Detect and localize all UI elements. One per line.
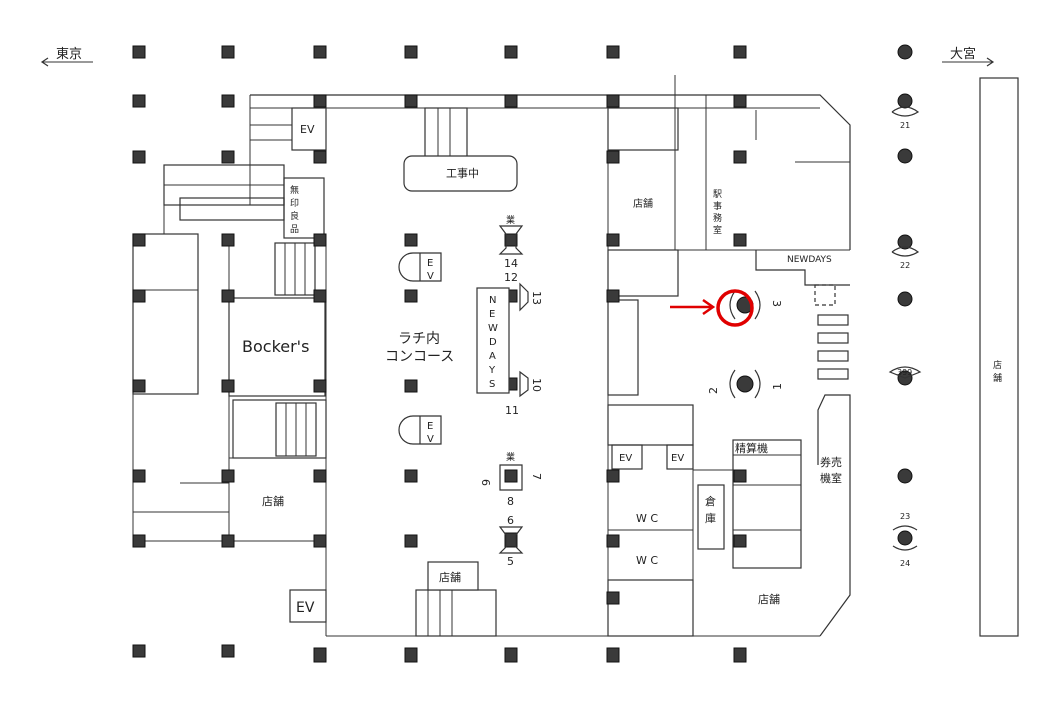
arrow-left-icon <box>40 57 49 67</box>
newdays-shop-label: NEWDAYS <box>787 255 832 265</box>
storage-room <box>697 484 725 550</box>
shop-bottom-center <box>427 561 479 591</box>
wc-label-2: W C <box>636 554 658 567</box>
muji-label: 良 <box>290 210 299 222</box>
gate-10-icon <box>519 370 529 398</box>
newdays-kiosk <box>476 287 510 394</box>
newdays-vertical-label: A <box>489 351 496 362</box>
direction-tokyo: 東京 <box>40 46 93 67</box>
platform-23-24-icon <box>892 525 918 551</box>
platform-number: 22 <box>900 261 910 270</box>
gate-number: 3 <box>770 300 783 307</box>
gate-number: 13 <box>530 291 543 305</box>
shop-label-far-right: 店 <box>993 359 1002 371</box>
gate-number: 11 <box>505 404 519 417</box>
ev-center-2 <box>398 415 442 445</box>
ev-center-2-label: E <box>427 421 433 432</box>
highlight-circle <box>716 289 754 327</box>
newdays-vertical-label: D <box>489 337 497 348</box>
station-office-label: 室 <box>713 224 722 236</box>
ev-center-1-label: E <box>427 258 433 269</box>
ev-right-2-label: EV <box>671 453 684 464</box>
ev-center-1-label: V <box>427 271 434 282</box>
construction-label: 工事中 <box>446 167 479 180</box>
arrow-right-icon <box>986 57 995 67</box>
station-office-label: 務 <box>713 212 722 224</box>
ev-center-2-label: V <box>427 434 434 445</box>
platform-22-icon <box>891 246 920 257</box>
concourse-label: コンコース <box>385 349 454 365</box>
shop-label-left: 店舗 <box>262 494 284 508</box>
newdays-vertical-label: S <box>489 379 495 390</box>
gate-3-icon <box>729 290 761 320</box>
direction-omiya: 大宮 <box>942 46 995 67</box>
storage-label: 庫 <box>705 511 716 525</box>
gate-8-icon <box>499 464 523 491</box>
ev-label-top: EV <box>300 123 315 136</box>
newdays-vertical-label: E <box>489 309 495 320</box>
gate-1-icon <box>729 369 761 399</box>
gate-number: 10 <box>530 378 543 392</box>
gate-number: 9 <box>480 479 493 486</box>
gate-number: 8 <box>507 495 514 508</box>
current-location-marker <box>670 289 754 327</box>
muji-label: 品 <box>290 224 299 235</box>
muji-label: 印 <box>290 197 299 209</box>
gate-5-icon <box>498 526 524 554</box>
platform-21-icon <box>891 106 920 117</box>
storage-label: 倉 <box>705 494 716 508</box>
columns <box>132 44 913 663</box>
shop-label-upper-right: 店舗 <box>633 197 653 210</box>
business-gate-label: 業 <box>506 451 515 463</box>
ticket-machine-room-label: 券売 <box>820 455 842 469</box>
ticket-machine-room-label: 機室 <box>820 471 842 485</box>
shop-label-bottom-right: 店舗 <box>758 592 780 606</box>
business-gate-label: 業 <box>506 214 515 226</box>
station-office-label: 事 <box>713 200 722 212</box>
ev-right-1-label: EV <box>619 453 632 464</box>
platform-number: 399 <box>897 368 912 377</box>
platform-number: 23 <box>900 512 910 521</box>
fare-adjustment-label: 精算機 <box>735 441 768 455</box>
newdays-vertical-label: Y <box>488 365 496 376</box>
platform-399-icon <box>888 366 922 379</box>
gate-number: 12 <box>504 271 518 284</box>
newdays-vertical-label: W <box>488 323 498 334</box>
gate-number: 6 <box>507 514 514 527</box>
concourse-label: ラチ内 <box>398 331 440 347</box>
gate-icons <box>498 106 922 554</box>
platform-numbers: 21 22 399 23 24 <box>897 121 912 568</box>
gate-numbers: 14 12 13 10 11 9 7 8 6 5 3 2 1 <box>480 257 784 568</box>
wc-label-1: W C <box>636 512 658 525</box>
shop-label-far-right: 舗 <box>993 372 1002 384</box>
station-office-label: 駅 <box>713 189 722 200</box>
shop-label-bottom-center: 店舗 <box>439 570 461 584</box>
ev-label-bottom-left: EV <box>296 600 315 616</box>
red-arrow-icon <box>702 298 716 316</box>
bockers-shop-label: Bocker's <box>242 337 309 356</box>
gate-number: 14 <box>504 257 518 270</box>
direction-label-tokyo: 東京 <box>56 46 82 62</box>
gate-13-icon <box>519 282 529 312</box>
gate-number: 1 <box>771 383 784 390</box>
gate-number: 2 <box>707 387 720 394</box>
gate-number: 7 <box>530 473 543 480</box>
platform-number: 21 <box>900 121 910 130</box>
walls <box>132 75 1019 637</box>
newdays-vertical-label: N <box>489 295 496 306</box>
platform-number: 24 <box>900 559 910 568</box>
gate-14-icon <box>498 225 524 255</box>
gate-number: 5 <box>507 555 514 568</box>
construction-area <box>403 155 518 192</box>
direction-label-omiya: 大宮 <box>950 46 976 62</box>
muji-label: 無 <box>290 184 299 196</box>
ev-center-1 <box>398 252 442 282</box>
